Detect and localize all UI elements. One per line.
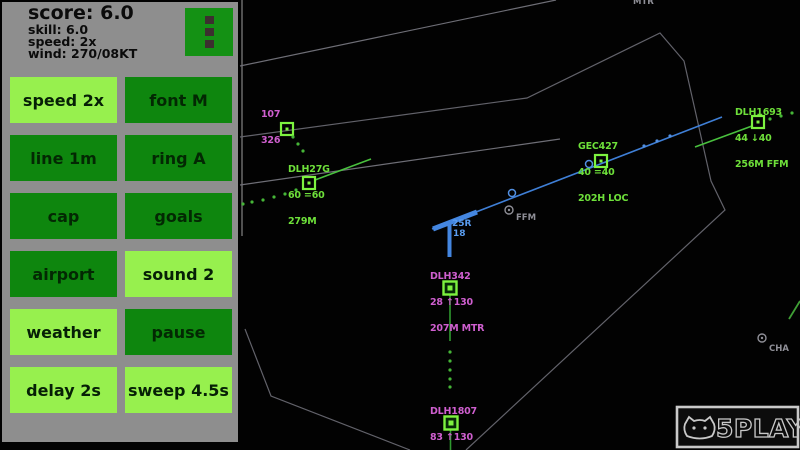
aircraft-label-line: 83 ↑130 (430, 431, 473, 443)
speed-button[interactable]: speed 2x (10, 77, 117, 123)
aircraft-label-line: DLH342 (430, 271, 471, 283)
watermark-5play: 5PLAY (675, 405, 800, 449)
pause-button[interactable]: pause (125, 309, 232, 355)
trail-dot (779, 114, 783, 118)
localizer-dot (642, 144, 646, 148)
sector-boundary (239, 32, 726, 450)
hud-stats: score: 6.0 skill: 6.0 speed: 2x wind: 27… (28, 3, 137, 60)
aircraft-label-line: 207M MTR (430, 322, 485, 334)
trail-dot (241, 202, 245, 206)
trail-dot (448, 368, 452, 372)
localizer-line-25R (431, 116, 723, 230)
menu-button[interactable] (185, 8, 233, 56)
aircraft-target-core (285, 127, 289, 131)
vor-symbol-FFM (504, 205, 514, 215)
trail-dot (283, 192, 287, 196)
speed-text: speed: 2x (28, 34, 97, 49)
localizer-dot (655, 139, 659, 143)
menu-icon (204, 16, 214, 24)
aircraft-label-line: 256M FFM (735, 158, 789, 170)
aircraft-label-line: 60 =60 (288, 189, 325, 201)
cap-button[interactable]: cap (10, 193, 117, 239)
aircraft-label-line: DLH1807 (430, 406, 477, 418)
waypoint-label-FFM: FFM (516, 213, 537, 223)
vor-symbol-CHA (757, 333, 767, 343)
trail-dot (301, 149, 305, 153)
localizer-gate-circle (507, 188, 517, 198)
sweep-button[interactable]: sweep 4.5s (125, 367, 232, 413)
control-panel: score: 6.0 skill: 6.0 speed: 2x wind: 27… (2, 2, 238, 442)
aircraft-target-core (447, 285, 453, 291)
aircraft-target-core (756, 120, 760, 124)
trail-dot (294, 188, 298, 192)
score-text: score: 6.0 (28, 2, 134, 24)
skill-text: skill: 6.0 (28, 22, 89, 37)
aircraft-label-line: 40 =40 (578, 166, 615, 178)
trail-dot (448, 385, 452, 389)
aircraft-label-DLH27G[interactable]: DLH27G 60 =60 279M (288, 149, 330, 244)
watermark-text: 5PLAY (716, 414, 800, 443)
aircraft-target-core (448, 420, 454, 426)
aircraft-label-line: 202H LOC (578, 192, 629, 204)
trail-dot (261, 198, 265, 202)
delay-button[interactable]: delay 2s (10, 367, 117, 413)
aircraft-target-core (599, 159, 603, 163)
airway-line (239, 0, 557, 67)
aircraft-label-107[interactable]: 107 326 (261, 94, 280, 163)
trail-dot (768, 117, 772, 121)
weather-button[interactable]: weather (10, 309, 117, 355)
aircraft-label-line: 326 (261, 134, 281, 146)
aircraft-label-line: 28 ↑130 (430, 296, 473, 308)
trail-dot (448, 377, 452, 381)
trail-dot (250, 200, 254, 204)
aircraft-label-DLH1807[interactable]: DLH1807 83 ↑130 279M RID (430, 391, 480, 450)
goals-button[interactable]: goals (125, 193, 232, 239)
trail-dot (448, 350, 452, 354)
trail-dot (291, 135, 295, 139)
heading-line-DLH27G (314, 158, 372, 181)
waypoint-label-CHA: CHA (769, 344, 789, 354)
localizer-dot (668, 134, 672, 138)
aircraft-target-107[interactable] (279, 121, 295, 137)
runway-25R (432, 209, 478, 232)
aircraft-label-line: 279M (288, 215, 317, 227)
aircraft-label-line: 107 (261, 109, 281, 121)
aircraft-target-DLH1693[interactable] (750, 114, 766, 130)
aircraft-label-GEC427[interactable]: GEC427 40 =40 202H LOC (578, 126, 628, 221)
sound-button[interactable]: sound 2 (125, 251, 232, 297)
line-button[interactable]: line 1m (10, 135, 117, 181)
aircraft-target-DLH27G[interactable] (301, 175, 317, 191)
runway-label-18: 18 (453, 229, 466, 239)
sector-boundary (244, 328, 411, 450)
aircraft-label-line: DLH1693 (735, 107, 782, 119)
waypoint-label-MTR: MTR (633, 0, 654, 7)
controller-cat-icon (683, 415, 716, 440)
aircraft-target-core (307, 181, 311, 185)
trail-dot (790, 111, 794, 115)
trail-dot (272, 195, 276, 199)
localizer-gate-circle (584, 159, 594, 169)
aircraft-target-GEC427[interactable] (593, 153, 609, 169)
airport-button[interactable]: airport (10, 251, 117, 297)
menu-icon (204, 28, 214, 36)
heading-line-DLH1693 (694, 125, 753, 148)
ring-button[interactable]: ring A (125, 135, 232, 181)
airway-line (239, 138, 561, 186)
aircraft-label-line: DLH27G (288, 164, 330, 176)
trail-dot (296, 142, 300, 146)
aircraft-label-line: 44 ↓40 (735, 132, 772, 144)
trail-dot (448, 359, 452, 363)
aircraft-label-DLH342[interactable]: DLH342 28 ↑130 207M MTR (430, 256, 484, 351)
menu-icon (204, 40, 214, 48)
aircraft-label-line: GEC427 (578, 141, 618, 153)
aircraft-label-DLH1693[interactable]: DLH1693 44 ↓40 256M FFM (735, 92, 789, 187)
wind-text: wind: 270/08KT (28, 46, 138, 61)
runway-label-25R: 25R (452, 219, 472, 229)
font-button[interactable]: font M (125, 77, 232, 123)
heading-line-offscreen (788, 300, 800, 320)
